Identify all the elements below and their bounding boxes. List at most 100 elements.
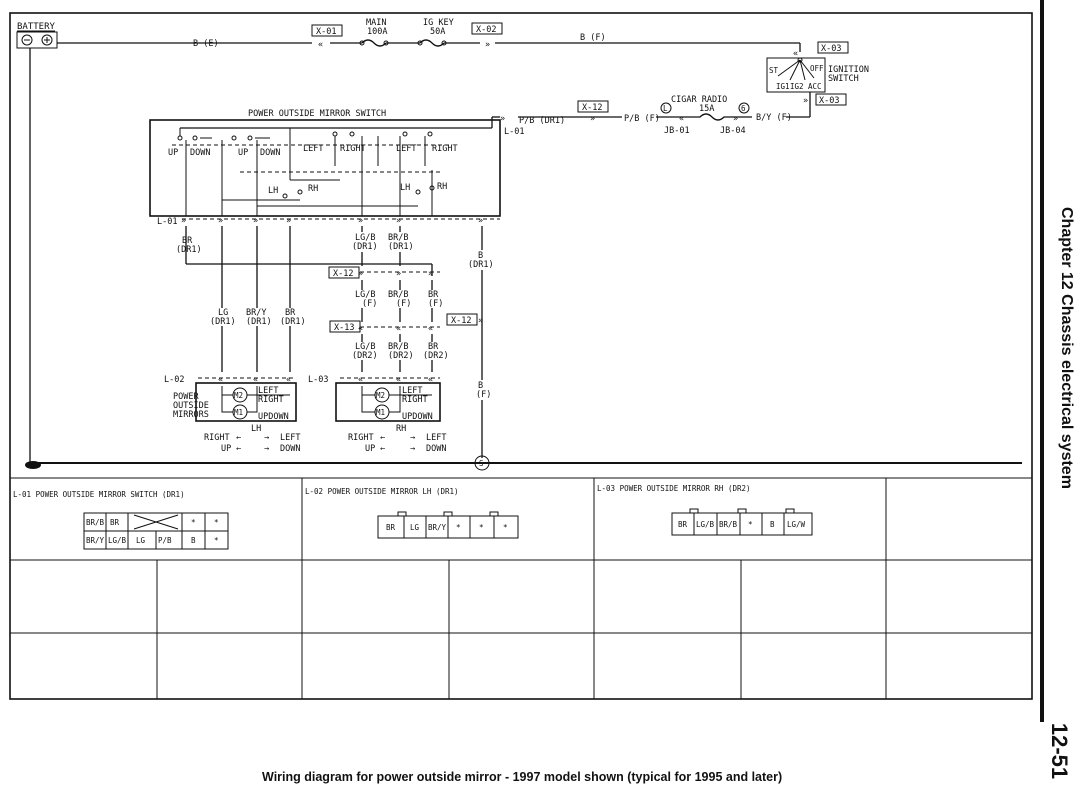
wire-label-b-dr1: B <box>478 251 483 261</box>
main-fuse-label: MAIN <box>366 18 386 28</box>
svg-text:M2: M2 <box>376 391 385 400</box>
rh-right-label: RIGHT <box>402 395 428 405</box>
battery-label: BATTERY <box>17 22 56 32</box>
wire-label-byf: B/Y (F) <box>756 113 792 123</box>
svg-text:*: * <box>479 523 484 532</box>
lh-legend-right: RIGHT <box>204 433 230 443</box>
wire-label-bf: B (F) <box>580 33 606 43</box>
wire-label-brb-f-sub: (F) <box>396 299 411 309</box>
lh-legend-down: DOWN <box>280 444 300 454</box>
fuse-15a <box>686 113 752 121</box>
lh-legend-title: LH <box>251 424 261 434</box>
mirrors-label-2: OUTSIDE <box>173 401 209 411</box>
diagram-frame <box>9 12 1033 700</box>
svg-text:LG/W: LG/W <box>787 520 806 529</box>
wire-label-lgb-f-sub: (F) <box>362 299 377 309</box>
wire-label-lg-dr1: LG <box>218 308 228 318</box>
lh-legend-arrow-up: ← <box>236 444 241 454</box>
switch-updown-contacts: UP DOWN UP DOWN <box>168 128 450 216</box>
igkey-fuse <box>419 39 480 47</box>
rh-mirror-box <box>335 382 441 422</box>
svg-text:OFF: OFF <box>810 64 824 73</box>
wire-label-pbf: P/B (F) <box>624 114 660 124</box>
svg-text:*: * <box>214 518 219 527</box>
svg-text:LG/B: LG/B <box>696 520 715 529</box>
switch-lhrh-contacts: LH RH LH RH <box>222 170 447 216</box>
l02-label: L-02 <box>164 375 184 385</box>
svg-text:*: * <box>456 523 461 532</box>
svg-text:B: B <box>191 536 196 545</box>
x13-arrows: « « « <box>358 324 433 334</box>
sw-left2-label: LEFT <box>396 144 416 154</box>
wire-label-br2-dr1-sub: (DR1) <box>280 317 306 327</box>
wire-label-br-dr2: BR <box>428 342 439 352</box>
battery: BATTERY <box>16 22 58 49</box>
svg-text:»: » <box>478 216 483 226</box>
svg-text:BR/B: BR/B <box>86 518 105 527</box>
lh-legend-up: UP <box>221 444 231 454</box>
svg-text:BR: BR <box>110 518 120 527</box>
svg-text:»: » <box>181 216 186 226</box>
rh-legend-down: DOWN <box>426 444 446 454</box>
sw-rh-label: RH <box>308 184 318 194</box>
svg-text:«: « <box>396 324 401 334</box>
wire-label-lgb-dr2: LG/B <box>355 342 375 352</box>
svg-text:P/B: P/B <box>158 536 172 545</box>
mirror-switch-title: POWER OUTSIDE MIRROR SWITCH <box>248 109 386 119</box>
sw-right2-label: RIGHT <box>432 144 458 154</box>
x03-top-arrow: « <box>793 49 798 59</box>
rh-left-label: LEFT <box>402 386 422 396</box>
l02-arrows: « « « <box>218 375 291 385</box>
rh-legend-arrow-down: → <box>410 444 415 454</box>
sw-up2-label: UP <box>238 148 248 158</box>
l01-table-title: L-01 POWER OUTSIDE MIRROR SWITCH (DR1) <box>13 490 185 499</box>
connector-x12-top: X-12 <box>582 103 602 113</box>
rh-legend-title: RH <box>396 424 406 434</box>
wire-label-brb-dr2: BR/B <box>388 342 408 352</box>
l02-connector-face: BR LG BR/Y * * * <box>377 511 519 539</box>
lh-left-label: LEFT <box>258 386 278 396</box>
svg-text:»: » <box>218 216 223 226</box>
wire-label-bry-dr1-sub: (DR1) <box>246 317 272 327</box>
l01-connector-face: BR/B BR * * BR/Y LG/B LG P/B B * <box>83 512 229 550</box>
mirror-switch-box <box>149 119 501 217</box>
wire-label-lgb-dr2-sub: (DR2) <box>352 351 378 361</box>
switch-leftright-contacts: LEFT RIGHT LEFT RIGHT <box>303 131 458 216</box>
wire-label-brb-dr2-sub: (DR2) <box>388 351 414 361</box>
lh-updown-label: UPDOWN <box>258 412 289 422</box>
cigar-radio-label: CIGAR RADIO <box>671 95 727 105</box>
svg-text:ACC: ACC <box>808 82 822 91</box>
svg-text:BR/Y: BR/Y <box>428 523 447 532</box>
svg-text:»: » <box>358 216 363 226</box>
lh-legend-arrow-down: → <box>264 444 269 454</box>
connector-x13: X-13 <box>334 323 354 333</box>
svg-text:IG2: IG2 <box>790 82 804 91</box>
svg-text:*: * <box>503 523 508 532</box>
lh-right-label: RIGHT <box>258 395 284 405</box>
wire-label-brb-dr1-sub: (DR1) <box>388 242 414 252</box>
main-fuse-rating: 100A <box>367 27 387 37</box>
svg-text:M1: M1 <box>234 408 243 417</box>
wire-label-bf2-sub: (F) <box>476 390 491 400</box>
x12-top-arrow: » <box>590 114 595 124</box>
x03-bot-arrow: » <box>803 96 808 106</box>
figure-caption: Wiring diagram for power outside mirror … <box>262 770 783 784</box>
svg-text:BR/Y: BR/Y <box>86 536 105 545</box>
rh-legend-arrow-left: ← <box>380 433 385 443</box>
svg-text:»: » <box>428 269 433 279</box>
rh-legend-arrow-up: ← <box>380 444 385 454</box>
svg-text:«: « <box>428 375 433 385</box>
connector-x03-top: X-03 <box>821 44 841 54</box>
rh-legend-arrow-right: → <box>410 433 415 443</box>
connector-x02: X-02 <box>476 25 496 35</box>
chapter-title: Chapter 12 Chassis electrical system <box>1058 207 1075 489</box>
svg-text:*: * <box>748 520 753 529</box>
page-number: 12-51 <box>1047 722 1073 780</box>
svg-text:LG: LG <box>410 523 420 532</box>
lh-legend-left: LEFT <box>280 433 300 443</box>
wire-label-lgb-dr1-sub: (DR1) <box>352 242 378 252</box>
mirrors-label-1: POWER <box>173 392 199 402</box>
svg-text:«: « <box>218 375 223 385</box>
main-fuse <box>330 39 420 47</box>
wire-label-pbdr1: P/B (DR1) <box>519 116 565 126</box>
